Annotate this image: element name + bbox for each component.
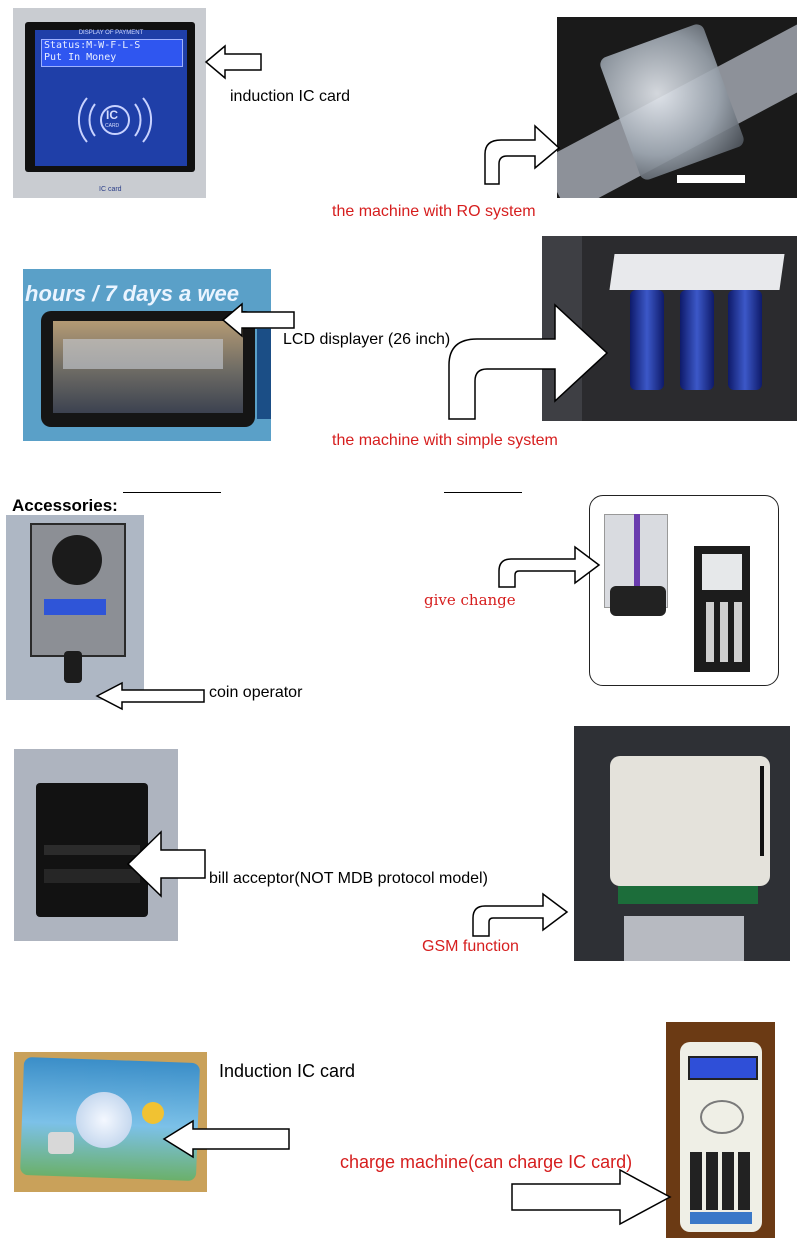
left-arrow-icon bbox=[221, 302, 295, 338]
accessories-heading: Accessories: bbox=[12, 496, 118, 515]
divider-line bbox=[444, 492, 522, 493]
ro-system-photo bbox=[557, 17, 797, 198]
simple-system-label: the machine with simple system bbox=[332, 432, 558, 449]
induction-ic-card-label: induction IC card bbox=[230, 88, 351, 105]
ic-card-logo-icon bbox=[77, 97, 153, 143]
lcd-banner-text: hours / 7 days a wee bbox=[25, 281, 239, 306]
give-change-label: give change bbox=[424, 591, 516, 609]
lcd-displayer-photo: hours / 7 days a wee bbox=[23, 269, 271, 441]
bill-acceptor-label: bill acceptor(NOT MDB protocol model) bbox=[209, 870, 488, 887]
left-arrow-icon bbox=[126, 830, 206, 898]
induction-ic-card-bottom-label: Induction IC card bbox=[219, 1061, 356, 1081]
curved-arrow-icon bbox=[484, 124, 561, 185]
left-arrow-icon bbox=[95, 681, 205, 711]
curved-arrow-icon bbox=[472, 892, 569, 937]
coin-operator-label: coin operator bbox=[209, 684, 303, 701]
coin-operator-photo bbox=[6, 515, 144, 700]
gsm-function-label: GSM function bbox=[422, 938, 519, 955]
gsm-module-photo bbox=[574, 726, 790, 961]
right-arrow-icon bbox=[511, 1168, 672, 1226]
ic-panel-status-line: Status:M-W-F-L-S bbox=[44, 40, 141, 51]
ro-system-label: the machine with RO system bbox=[332, 203, 536, 220]
ic-card-photo bbox=[14, 1052, 207, 1192]
divider-line bbox=[123, 492, 221, 493]
lcd-displayer-label: LCD displayer (26 inch) bbox=[283, 331, 451, 348]
ic-logo-text: IC bbox=[106, 108, 118, 122]
ic-panel-money-line: Put In Money bbox=[44, 52, 117, 63]
ic-card-panel-photo: DISPLAY OF PAYMENT Status:M-W-F-L-S Put … bbox=[13, 8, 206, 198]
ic-logo-subtext: CARD bbox=[105, 123, 120, 129]
curved-arrow-icon bbox=[498, 545, 601, 588]
curved-arrow-icon bbox=[448, 303, 609, 420]
left-arrow-icon bbox=[204, 44, 262, 80]
ic-panel-caption: IC card bbox=[99, 186, 122, 193]
give-change-photo bbox=[589, 495, 779, 686]
left-arrow-icon bbox=[162, 1119, 290, 1159]
charge-machine-label: charge machine(can charge IC card) bbox=[340, 1152, 633, 1172]
bill-acceptor-photo bbox=[14, 749, 178, 941]
charge-machine-photo bbox=[666, 1022, 775, 1238]
ic-panel-header: DISPLAY OF PAYMENT bbox=[78, 30, 144, 36]
